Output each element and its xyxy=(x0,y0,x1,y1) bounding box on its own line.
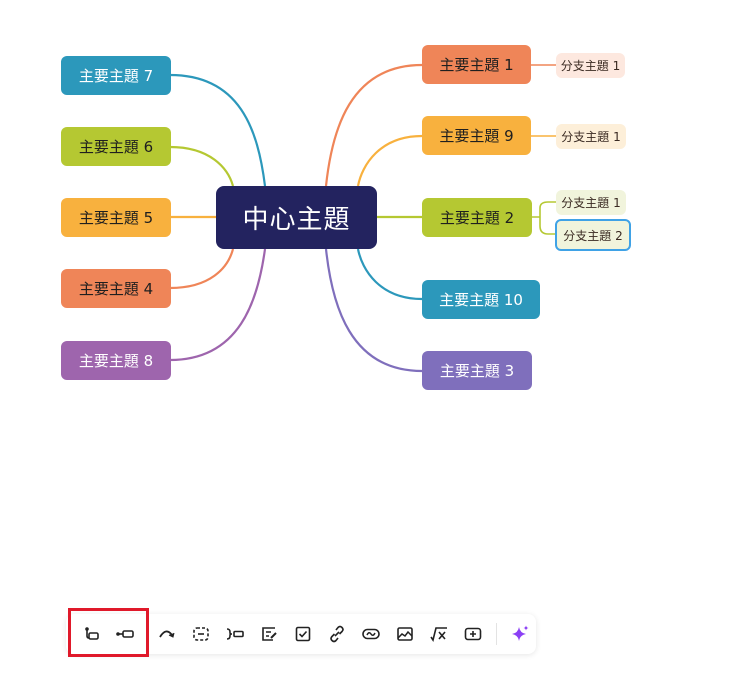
subtopic-1-1[interactable]: 分支主題 1 xyxy=(556,53,625,78)
relationship-button[interactable] xyxy=(150,617,184,651)
subtopic-label: 分支主題 1 xyxy=(560,59,621,73)
note-button[interactable] xyxy=(252,617,286,651)
toolbar-divider xyxy=(496,623,497,645)
topic-label: 主要主題 4 xyxy=(78,280,154,298)
topic-label: 主要主題 6 xyxy=(78,138,154,156)
insert-parent-topic-button[interactable] xyxy=(74,617,108,651)
insert-topic-button[interactable] xyxy=(456,617,490,651)
boundary-icon xyxy=(193,627,209,641)
main-topic-4[interactable]: 主要主題 4 xyxy=(61,269,171,308)
main-topic-10[interactable]: 主要主題 10 xyxy=(422,280,540,319)
summary-icon xyxy=(226,628,244,640)
note-icon xyxy=(262,627,277,641)
main-topic-1[interactable]: 主要主題 1 xyxy=(422,45,531,84)
topic-label: 主要主題 1 xyxy=(439,56,514,74)
hyperlink-button[interactable] xyxy=(320,617,354,651)
bottom-toolbar xyxy=(66,614,536,654)
equation-icon xyxy=(430,627,447,642)
subtopic-label: 分支主題 1 xyxy=(561,196,621,210)
ai-assistant-button[interactable] xyxy=(503,617,537,651)
boundary-button[interactable] xyxy=(184,617,218,651)
main-topic-9[interactable]: 主要主題 9 xyxy=(422,116,531,155)
insert-parent-topic-icon xyxy=(85,627,99,640)
main-topic-8[interactable]: 主要主題 8 xyxy=(61,341,171,380)
relationship-icon xyxy=(159,630,175,638)
main-topic-5[interactable]: 主要主題 5 xyxy=(61,198,171,237)
main-topic-6[interactable]: 主要主題 6 xyxy=(61,127,171,166)
task-checkbox-button[interactable] xyxy=(286,617,320,651)
central-topic-label: 中心主題 xyxy=(242,205,351,235)
summary-button[interactable] xyxy=(218,617,252,651)
topic-label: 主要主題 9 xyxy=(439,127,514,145)
subtopic-label: 分支主題 1 xyxy=(561,130,621,144)
topic-label: 主要主題 7 xyxy=(78,67,154,85)
image-icon xyxy=(397,627,413,641)
topic-label: 主要主題 2 xyxy=(439,209,515,227)
task-checkbox-icon xyxy=(295,626,311,642)
topic-link-icon xyxy=(362,628,380,640)
subtopic-2-1[interactable]: 分支主題 1 xyxy=(556,190,626,215)
topic-link-button[interactable] xyxy=(354,617,388,651)
insert-floating-topic-icon xyxy=(116,630,134,638)
hyperlink-icon xyxy=(330,625,344,643)
insert-topic-icon xyxy=(464,627,482,641)
ai-sparkle-icon xyxy=(512,625,529,641)
image-button[interactable] xyxy=(388,617,422,651)
insert-floating-topic-button[interactable] xyxy=(108,617,142,651)
equation-button[interactable] xyxy=(422,617,456,651)
topic-label: 主要主題 5 xyxy=(78,209,154,227)
topic-label: 主要主題 10 xyxy=(439,291,523,309)
central-topic[interactable]: 中心主題 xyxy=(216,186,377,249)
subtopic-9-1[interactable]: 分支主題 1 xyxy=(556,124,626,149)
subtopic-2-2-selected[interactable]: 分支主題 2 xyxy=(555,219,631,251)
topic-label: 主要主題 8 xyxy=(78,352,154,370)
main-topic-3[interactable]: 主要主題 3 xyxy=(422,351,532,390)
subtopic-label: 分支主題 2 xyxy=(563,228,623,243)
main-topic-2[interactable]: 主要主題 2 xyxy=(422,198,532,237)
main-topic-7[interactable]: 主要主題 7 xyxy=(61,56,171,95)
topic-label: 主要主題 3 xyxy=(439,362,515,380)
